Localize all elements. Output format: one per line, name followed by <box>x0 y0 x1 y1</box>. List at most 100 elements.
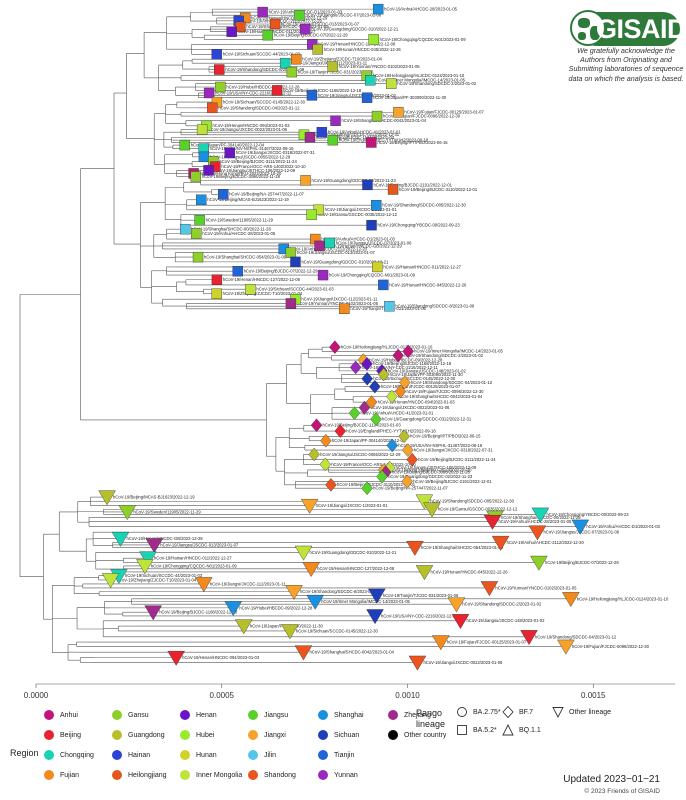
leaf-label: hCoV-19/Anhui/AHCDC-41/2023-01-01 <box>328 130 402 135</box>
tip-marker <box>285 585 303 600</box>
leaf-label: hCoV-19/Anhui/AHCDC-2112/2022-12-20 <box>507 540 585 545</box>
leaf-label: hCoV-19/Japan/PF-303090/2022-11-30 <box>390 372 464 377</box>
region-swatch <box>248 770 258 780</box>
leaf-label: hCoV-19/Yunnan/YNCDC-0102/2023-01-05 <box>297 301 379 306</box>
tip-marker <box>306 209 317 220</box>
tip-markers <box>98 3 590 671</box>
leaf-label: hCoV-19/USA/NY-CDC-2216/2022-12-11 <box>362 365 439 370</box>
region-swatch <box>318 730 328 740</box>
region-swatch <box>248 750 258 760</box>
tip-marker <box>198 151 210 163</box>
legend-lineage-label: BQ.1.1 <box>519 726 541 734</box>
tip-marker <box>118 505 137 521</box>
leaf-label: hCoV-19/Shandong/SDCDC-8/2023-01-09 <box>300 589 380 594</box>
legend-region-item: Shanghai <box>318 710 364 720</box>
x-tick-label: 0.0010 <box>395 691 420 700</box>
leaf-label: hCoV-19/Fujian/FJCDC-00125/2023-01-07 <box>381 384 461 389</box>
leaf-label: hCoV-19/Guangdong/GDCDC-02/2022-11-23 <box>312 178 397 183</box>
leaf-label: hCoV-19/Shandong/SDCDC-8/2023-01-09 <box>395 304 475 309</box>
tip-marker <box>257 6 268 18</box>
leaf-label: hCoV-19/Beijing/MCAS-BJ1623/2022-12-19 <box>113 494 195 499</box>
tip-marker <box>294 9 305 21</box>
tip-marker <box>361 357 373 371</box>
tip-marker <box>376 469 388 484</box>
tip-marker <box>387 184 399 195</box>
region-swatch <box>318 750 328 760</box>
tip-marker <box>368 34 379 45</box>
region-swatch <box>318 710 328 720</box>
leaf-label: hCoV-19/Jiangsu/JSCDC-148/2023-01-02 <box>466 618 545 623</box>
leaf-label: hCoV-19/Anhui/AHCDC-D1/2023-01-03 <box>586 524 660 529</box>
tip-marker <box>401 474 413 489</box>
leaf-label: hCoV-19/Hong Kong/HKU-2022/2022-10-20 <box>200 171 282 176</box>
updated-date: Updated 2023−01−21 <box>563 774 660 785</box>
leaf-label: hCoV-19/Jiangsu/JSCDC-013/2023-01-07 <box>281 21 360 26</box>
leaf-label: hCoV-19/Jiangsu/JSCDC-148/2023-01-02 <box>318 93 397 98</box>
leaf-label: hCoV-19/Beijing/BJCDC-07/2022-12-29 <box>545 560 619 565</box>
tip-marker <box>194 214 205 226</box>
tip-marker <box>179 139 190 151</box>
region-swatch <box>180 750 190 760</box>
tip-marker <box>224 601 243 617</box>
legend-region-label: Jilin <box>264 751 277 759</box>
tip-marker <box>366 219 377 231</box>
leaf-label: hCoV-19/Shandong/SDCDC-005/2022-12-30 <box>430 499 514 504</box>
leaf-label: hCoV-19/Inner Mongolia/IMCDC-14/2023-01-… <box>321 599 410 604</box>
region-swatch <box>44 770 54 780</box>
leaf-label: hCoV-19/Beijing/BJCDC-1168/2022-12-18 <box>373 361 452 366</box>
leaf-label: hCoV-19/Anhui/AHCDC-2112/2022-12-20 <box>245 18 323 23</box>
tip-marker <box>562 592 580 608</box>
legend-lineage-item: Other lineage <box>552 706 611 718</box>
tip-marker <box>196 124 208 135</box>
leaf-label: hCoV-19/Henan/HNCDC-GB/2022-12-29 <box>126 536 203 541</box>
tip-marker <box>339 303 350 315</box>
tip-marker <box>316 127 328 138</box>
legend-region-item: Tianjin <box>318 750 354 760</box>
leaf-label: hCoV-19/Yunnan/YNCDC-0102/2023-01-05 <box>339 64 421 69</box>
legend-region-label: Henan <box>196 711 217 719</box>
legend-region-label: Tianjin <box>334 751 355 759</box>
x-tick-label: 0.0005 <box>210 691 235 700</box>
leaf-label: hCoV-19/Tianjin/TJCDC-031/2023-01-06 <box>298 69 374 74</box>
leaf-label: hCoV-19/Heilongjiang/HLJCDC-0124/2023-01… <box>373 73 465 78</box>
legend-region-item: Anhui <box>44 710 78 720</box>
tip-marker <box>362 179 373 191</box>
leaf-label: hCoV-19/Inner Mongolia/IMCDC-14/2023-01-… <box>414 349 503 354</box>
leaf-label: hCoV-19/Henan/HNCDC-094/2023-01-03 <box>212 123 290 128</box>
leaf-label: hCoV-19/Beijing/BJCDC-3111/2022-11-24 <box>418 457 496 462</box>
region-swatch <box>388 710 398 720</box>
tip-marker <box>531 507 550 523</box>
tip-marker <box>262 29 274 41</box>
tip-marker <box>211 274 223 285</box>
leaf-label: hCoV-19/Henan/HNCDC-094/2023-01-03 <box>182 655 260 660</box>
legend-region-label: Anhui <box>60 711 78 719</box>
tip-marker <box>415 565 434 581</box>
tip-marker <box>371 200 382 211</box>
leaf-label: hCoV-19/Yunnan/YNCDC-0102/2023-01-05 <box>495 585 577 590</box>
leaf-label: hCoV-19/Anhui/AHCDC-41/2023-01-01 <box>360 411 434 416</box>
leaf-label: hCoV-19/Beijing/BJCDC-2191/2022-12-01 <box>413 479 492 484</box>
leaf-label: hCoV-19/Hunan/HNCDC-045/2022-12-26 <box>389 282 467 287</box>
tip-marker <box>98 490 116 506</box>
leaf-label: hCoV-19/Henan/HNCDC-127/2022-12-08 <box>318 42 396 47</box>
tip-marker <box>203 87 215 99</box>
legend-region-label: Hunan <box>196 751 217 759</box>
legend-region-label: Shanghai <box>334 711 364 719</box>
leaf-label: hCoV-19/Jiangxi/JXCDC-0022/2023-01-06 <box>370 405 450 410</box>
tip-marker <box>192 251 204 263</box>
tip-marker <box>372 261 383 273</box>
leaf-label: hCoV-19/Chongqing/CQCDC-N01/2023-01-09 <box>329 272 416 277</box>
leaf-label: hCoV-19/Guangdong/GDCDC-010/2022-12-21 <box>310 550 398 555</box>
triangle-down-icon <box>552 707 564 718</box>
tip-marker <box>327 61 338 72</box>
legend-region-label: Inner Mongolia <box>196 771 243 779</box>
tip-marker <box>312 44 323 55</box>
tip-marker <box>557 639 575 655</box>
tip-marker <box>530 555 548 571</box>
tip-marker <box>423 502 441 518</box>
leaf-label: hCoV-19/Chongqing/YBCDC-00/2022-09-23 <box>546 512 629 517</box>
tip-marker <box>408 655 427 671</box>
tip-marker <box>330 115 341 126</box>
tip-marker <box>320 433 332 448</box>
leaf-label: hCoV-19/Anhui/AHCDC-2112/2022-12-20 <box>290 246 368 251</box>
